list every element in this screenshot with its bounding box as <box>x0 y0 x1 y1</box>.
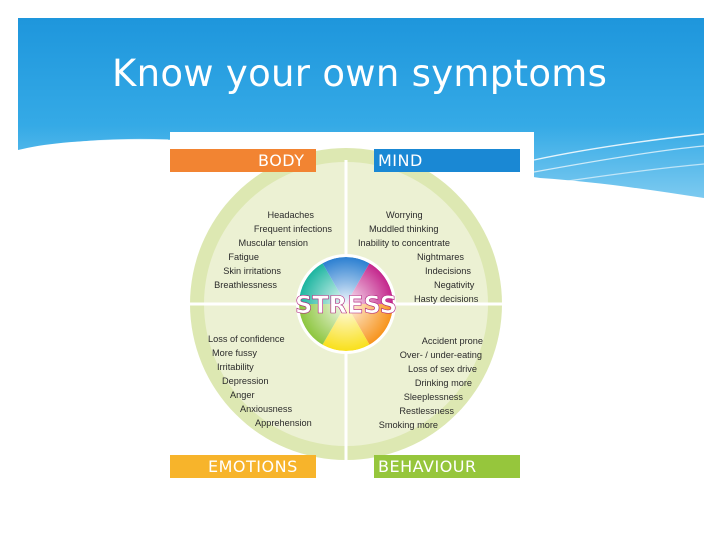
mind-symptom: Indecisions <box>425 266 471 276</box>
emotions-symptom: Apprehension <box>255 418 312 428</box>
emotions-symptoms: Loss of confidence More fussy Irritabili… <box>208 334 312 428</box>
body-header-label: BODY <box>258 151 305 170</box>
emotions-symptom: Anger <box>230 390 255 400</box>
mind-symptom: Muddled thinking <box>369 224 438 234</box>
emotions-symptom: Depression <box>222 376 268 386</box>
emotions-symptom: Anxiousness <box>240 404 292 414</box>
stress-symptoms-diagram: BODY MIND EMOTIONS BEHAVIOUR Headaches F… <box>170 132 534 484</box>
mind-symptom: Hasty decisions <box>414 294 479 304</box>
stress-label: STRESS <box>295 291 397 319</box>
mind-header-label: MIND <box>378 151 423 170</box>
body-symptom: Skin irritations <box>223 266 281 276</box>
behaviour-header-label: BEHAVIOUR <box>378 457 477 476</box>
decorative-swoosh <box>533 145 705 173</box>
emotions-symptom: Irritability <box>217 362 254 372</box>
mind-symptom: Negativity <box>434 280 475 290</box>
decorative-swoosh <box>533 163 705 187</box>
body-header <box>170 149 316 172</box>
mind-symptom: Nightmares <box>417 252 464 262</box>
body-symptom: Muscular tension <box>239 238 308 248</box>
behaviour-symptom: Over- / under-eating <box>400 350 482 360</box>
behaviour-symptom: Restlessness <box>399 406 454 416</box>
behaviour-symptom: Sleeplessness <box>404 392 464 402</box>
decorative-swoosh <box>17 138 169 153</box>
behaviour-symptom: Loss of sex drive <box>408 364 477 374</box>
behaviour-symptoms: Accident prone Over- / under-eating Loss… <box>379 336 483 430</box>
body-symptom: Breathlessness <box>214 280 277 290</box>
emotions-symptom: More fussy <box>212 348 257 358</box>
mind-symptoms: Worrying Muddled thinking Inability to c… <box>358 210 479 304</box>
emotions-header-label: EMOTIONS <box>208 457 298 476</box>
emotions-header <box>170 455 316 478</box>
body-symptom: Fatigue <box>228 252 259 262</box>
body-symptom: Headaches <box>268 210 315 220</box>
body-symptoms: Headaches Frequent infections Muscular t… <box>214 210 332 290</box>
mind-symptom: Worrying <box>386 210 423 220</box>
stress-center: STRESS <box>295 254 397 354</box>
behaviour-symptom: Accident prone <box>422 336 483 346</box>
slide-title: Know your own symptoms <box>112 52 608 95</box>
body-symptom: Frequent infections <box>254 224 333 234</box>
behaviour-symptom: Drinking more <box>415 378 472 388</box>
emotions-symptom: Loss of confidence <box>208 334 285 344</box>
mind-header <box>374 149 520 172</box>
behaviour-symptom: Smoking more <box>379 420 438 430</box>
decorative-swoosh <box>533 133 705 161</box>
mind-symptom: Inability to concentrate <box>358 238 450 248</box>
behaviour-header <box>374 455 520 478</box>
